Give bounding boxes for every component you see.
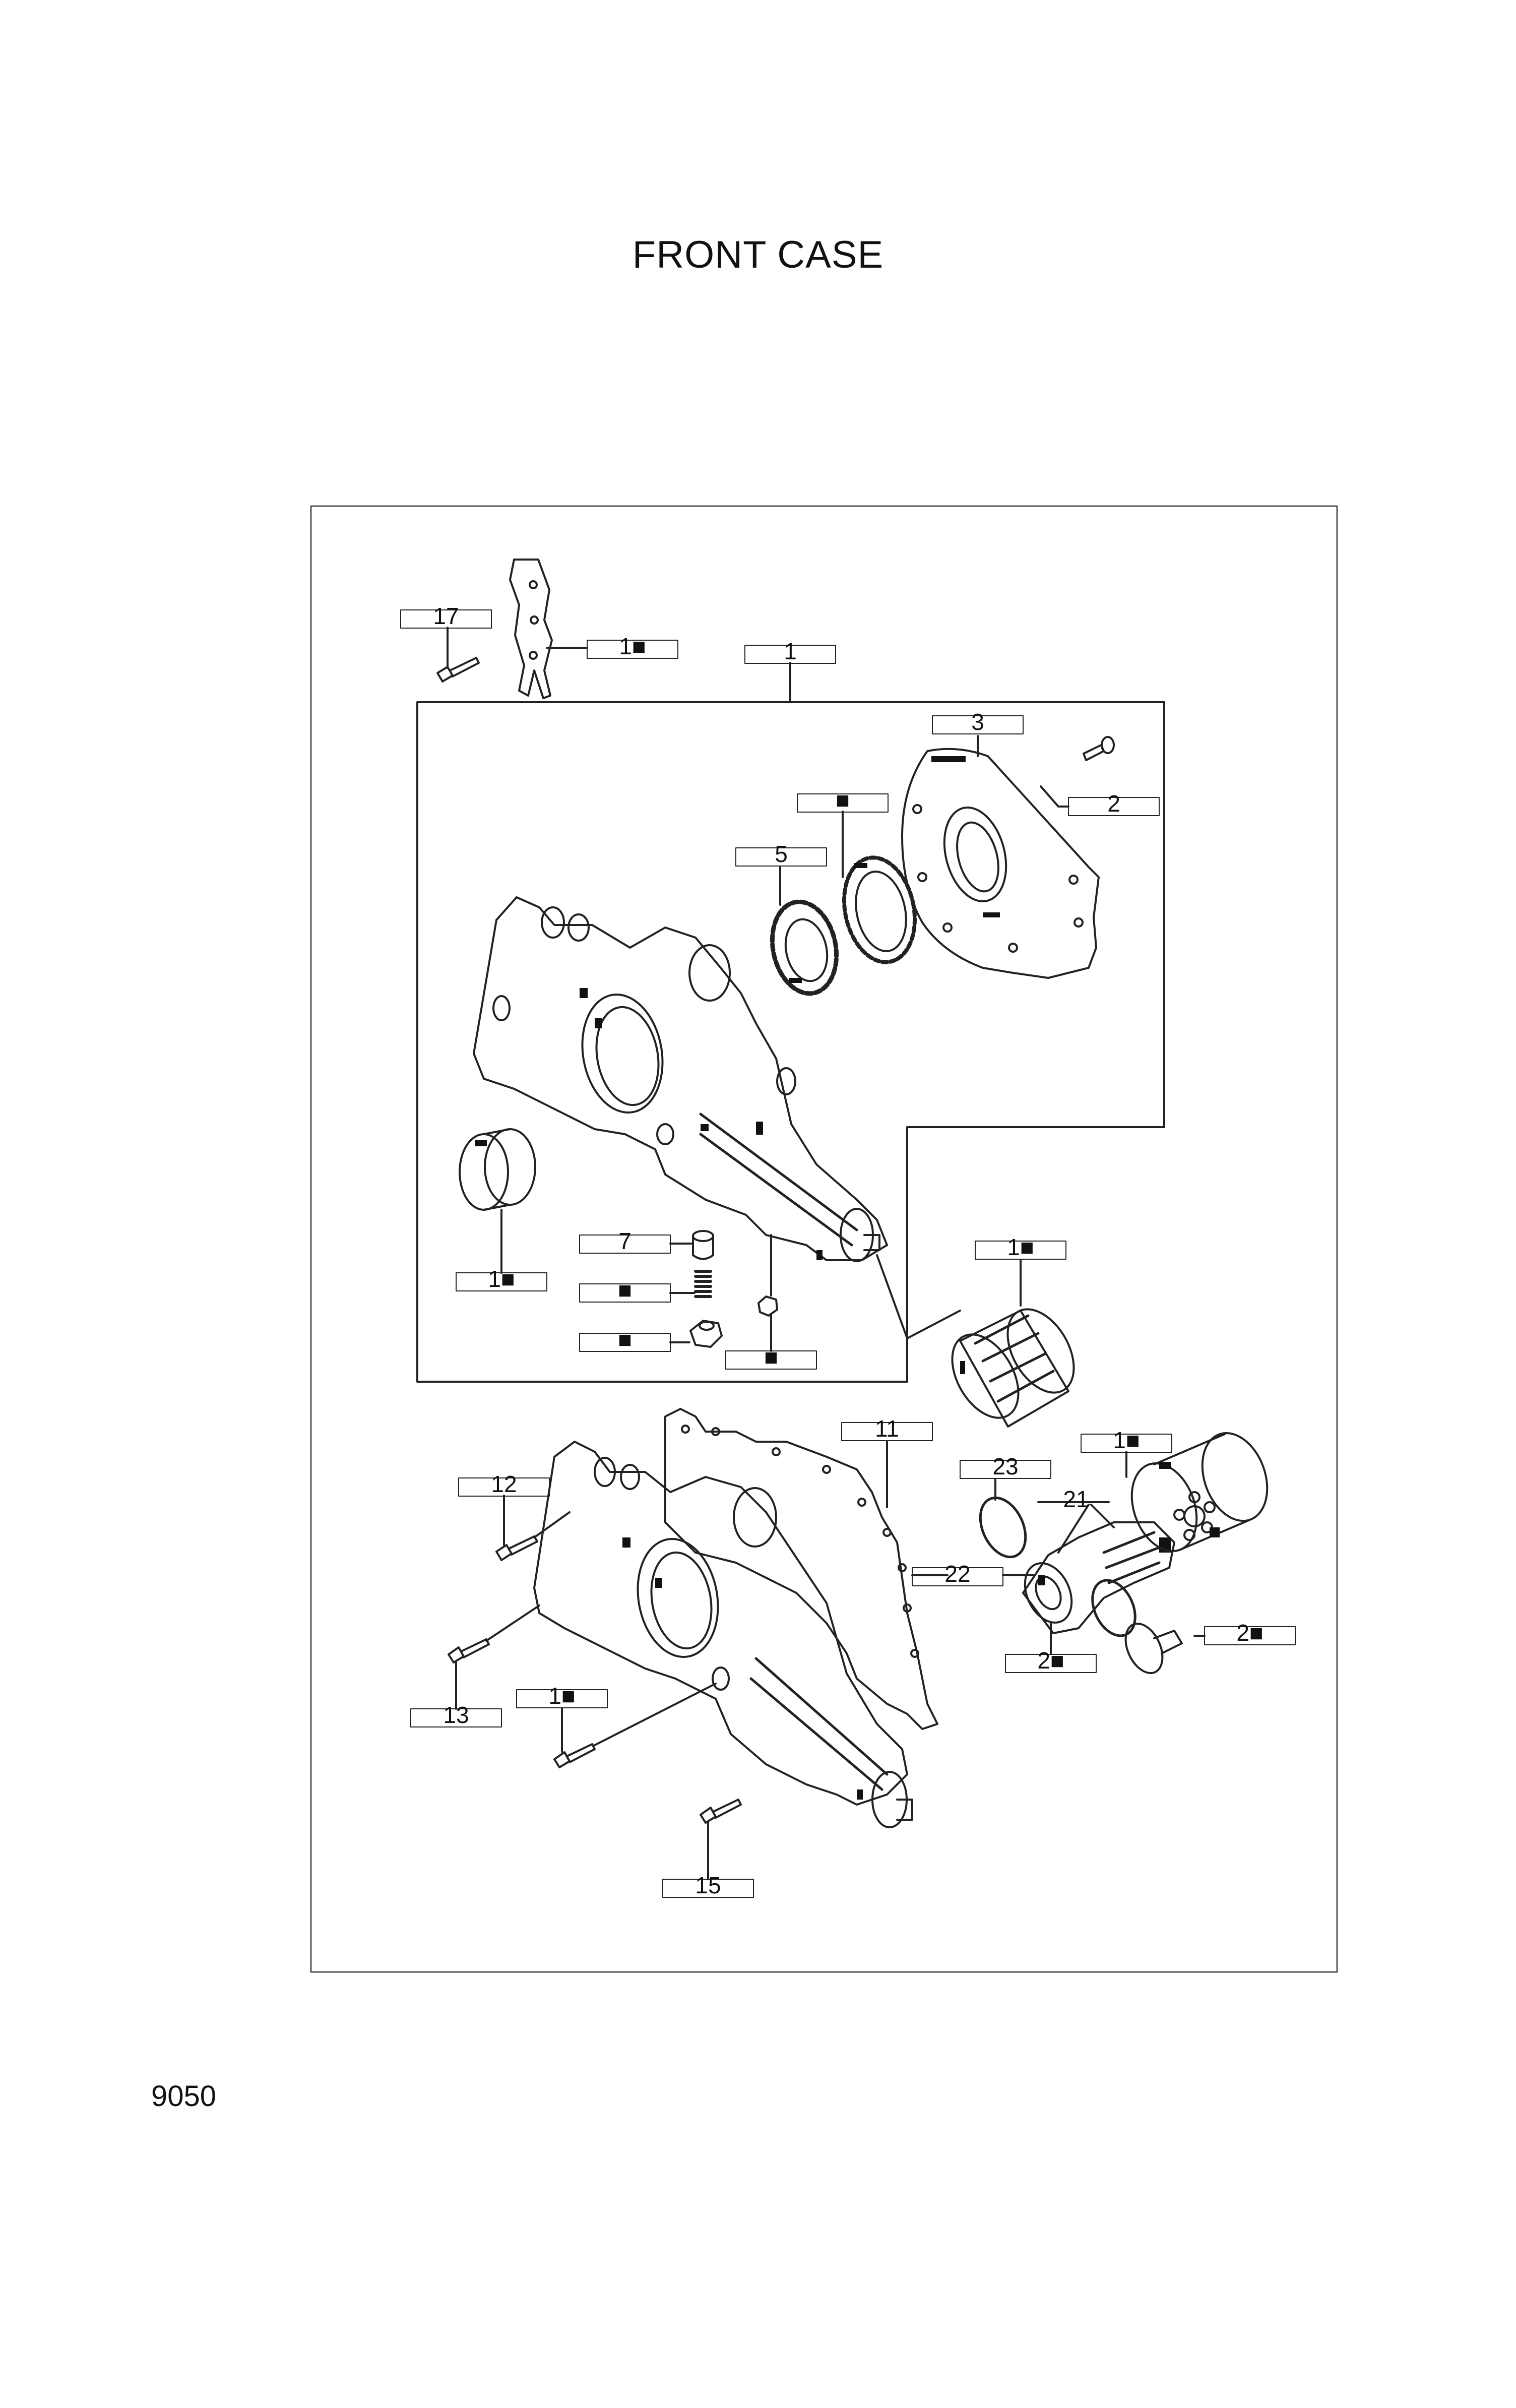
callout-c17-text: 17: [433, 603, 459, 629]
callout-c25-text: 2■: [1037, 1647, 1064, 1674]
callout-c3: 3: [932, 709, 1024, 735]
callout-c13-text: 13: [443, 1702, 469, 1728]
leader-c21-c: [1057, 1504, 1090, 1554]
callout-c12-text: 12: [491, 1471, 517, 1497]
callout-c24-text: 2■: [1236, 1620, 1263, 1646]
oil-filter-element-part: [951, 1308, 1075, 1428]
spring-part: [694, 1270, 712, 1298]
callout-c10: ■: [725, 1344, 817, 1370]
callout-c13: 13: [410, 1702, 502, 1728]
callout-c23: 23: [960, 1453, 1051, 1479]
callout-c9-text: ■: [618, 1326, 632, 1352]
callout-c16: 1■: [587, 633, 678, 659]
callout-c12: 12: [458, 1471, 550, 1497]
oil-filter-part: [1130, 1432, 1269, 1553]
ring-gear-part: [842, 855, 917, 964]
callout-c15: 15: [662, 1872, 754, 1898]
callout-c4: ■: [797, 787, 889, 813]
callout-c16-text: 1■: [619, 633, 646, 659]
diagram-frame: [310, 505, 1338, 1973]
leader-c14-b: [594, 1683, 717, 1746]
bolt-15-part: [700, 1799, 742, 1824]
callout-c7-text: 7: [618, 1228, 631, 1254]
relief-valve-part: [692, 1230, 714, 1260]
bolt-14-part: [553, 1743, 596, 1768]
page-title: FRONT CASE: [632, 233, 884, 276]
leader-c21-d: [1090, 1504, 1115, 1528]
leader-c2-a: [1040, 785, 1059, 808]
callout-c20: 1■: [1081, 1427, 1172, 1453]
front-case-lower-part: [533, 1408, 938, 1828]
callout-c15-text: 15: [695, 1872, 721, 1898]
plug-part: [689, 1320, 723, 1348]
callout-c18: 1■: [456, 1266, 547, 1292]
callout-c9: ■: [579, 1326, 671, 1352]
callout-c11-text: 11: [875, 1415, 899, 1442]
callout-c5-text: 5: [775, 841, 788, 867]
callout-c4-text: ■: [836, 787, 850, 813]
callout-c25: 2■: [1005, 1647, 1097, 1674]
callout-c19-text: 1■: [1007, 1234, 1034, 1260]
bolt-12-part: [495, 1535, 538, 1561]
leader-c13-b: [485, 1604, 540, 1642]
screw-2-part: [1083, 736, 1115, 761]
bolt-13-part: [448, 1638, 490, 1663]
callout-c21: 21: [1063, 1486, 1089, 1512]
small-plug-part: [757, 1295, 778, 1317]
bolt-17-part: [436, 657, 480, 683]
callout-c1: 1: [744, 638, 836, 664]
callout-c24: 2■: [1204, 1620, 1296, 1646]
subassembly-outline: [416, 701, 1165, 1383]
callout-c19: 1■: [975, 1234, 1066, 1260]
callout-c2-text: 2: [1107, 790, 1120, 817]
callout-c1-text: 1: [784, 638, 797, 664]
filter-head-part: [1022, 1521, 1175, 1634]
callout-c10-text: ■: [764, 1344, 778, 1370]
callout-c8: ■: [579, 1277, 671, 1303]
callout-c18-text: 1■: [488, 1266, 515, 1292]
callout-c22: 22: [912, 1561, 1003, 1587]
page-number: 9050: [151, 2080, 217, 2113]
front-case-upper-part: [473, 896, 888, 1262]
callout-c14-text: 1■: [548, 1683, 575, 1709]
callout-c8-text: ■: [618, 1277, 632, 1303]
callout-c11: 11: [841, 1415, 933, 1442]
callout-c2: 2: [1068, 790, 1160, 817]
leader-filter-link: [876, 1254, 961, 1339]
callout-c3-text: 3: [971, 709, 984, 735]
oil-seal-part: [459, 1128, 536, 1211]
callout-c17: 17: [400, 603, 492, 629]
callout-c22-text: 22: [944, 1561, 970, 1587]
o-ring-23-part: [979, 1496, 1027, 1559]
gear-5-part: [770, 899, 839, 996]
timing-bracket-part: [509, 559, 553, 699]
callout-c7: 7: [579, 1228, 671, 1254]
callout-c23-text: 23: [992, 1453, 1018, 1479]
seal-plate-part: [901, 748, 1100, 979]
callout-c14: 1■: [516, 1683, 608, 1709]
callout-c20-text: 1■: [1113, 1427, 1140, 1453]
callout-c21-text: 21: [1063, 1486, 1089, 1512]
plug-24-part: [1124, 1622, 1183, 1675]
callout-c5: 5: [735, 841, 827, 867]
gasket-22-part: [1091, 1579, 1136, 1637]
leader-c12-b: [533, 1511, 571, 1538]
